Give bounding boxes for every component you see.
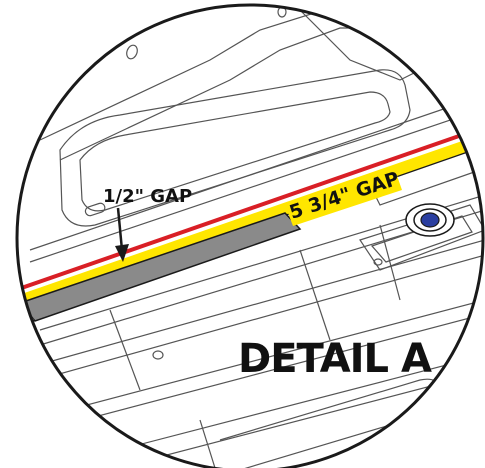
lower-rail-5 xyxy=(29,299,483,421)
cross-line-2 xyxy=(299,249,331,341)
cross-line-4 xyxy=(199,419,216,468)
gap-strips xyxy=(17,125,483,322)
recess-panel xyxy=(59,69,411,227)
arrow-down-icon xyxy=(115,207,129,262)
upper-rail-2 xyxy=(29,109,481,263)
hole-right xyxy=(373,258,383,266)
half-inch-gap-label: 1/2" GAP xyxy=(103,186,192,207)
red-seal-line xyxy=(17,125,483,294)
lower-rail-4 xyxy=(19,254,483,386)
gray-foam-strip xyxy=(18,212,302,322)
hole-bottom xyxy=(152,350,164,360)
bolt-head-icon xyxy=(405,203,455,237)
lower-rail-7 xyxy=(79,354,483,461)
detail-circle-border xyxy=(15,3,485,468)
lower-rail-3 xyxy=(19,239,483,371)
cross-line-3 xyxy=(379,224,401,301)
cross-line-1 xyxy=(109,309,141,391)
upper-frame-inner xyxy=(59,27,483,161)
slot-left xyxy=(84,202,106,217)
upper-frame-outline xyxy=(39,7,483,141)
lower-rail-6 xyxy=(29,313,483,435)
detail-title: DETAIL A xyxy=(238,336,432,382)
hole-top-left xyxy=(126,44,138,60)
recess-panel-inner xyxy=(79,91,391,212)
gap-label-highlight xyxy=(285,170,402,226)
